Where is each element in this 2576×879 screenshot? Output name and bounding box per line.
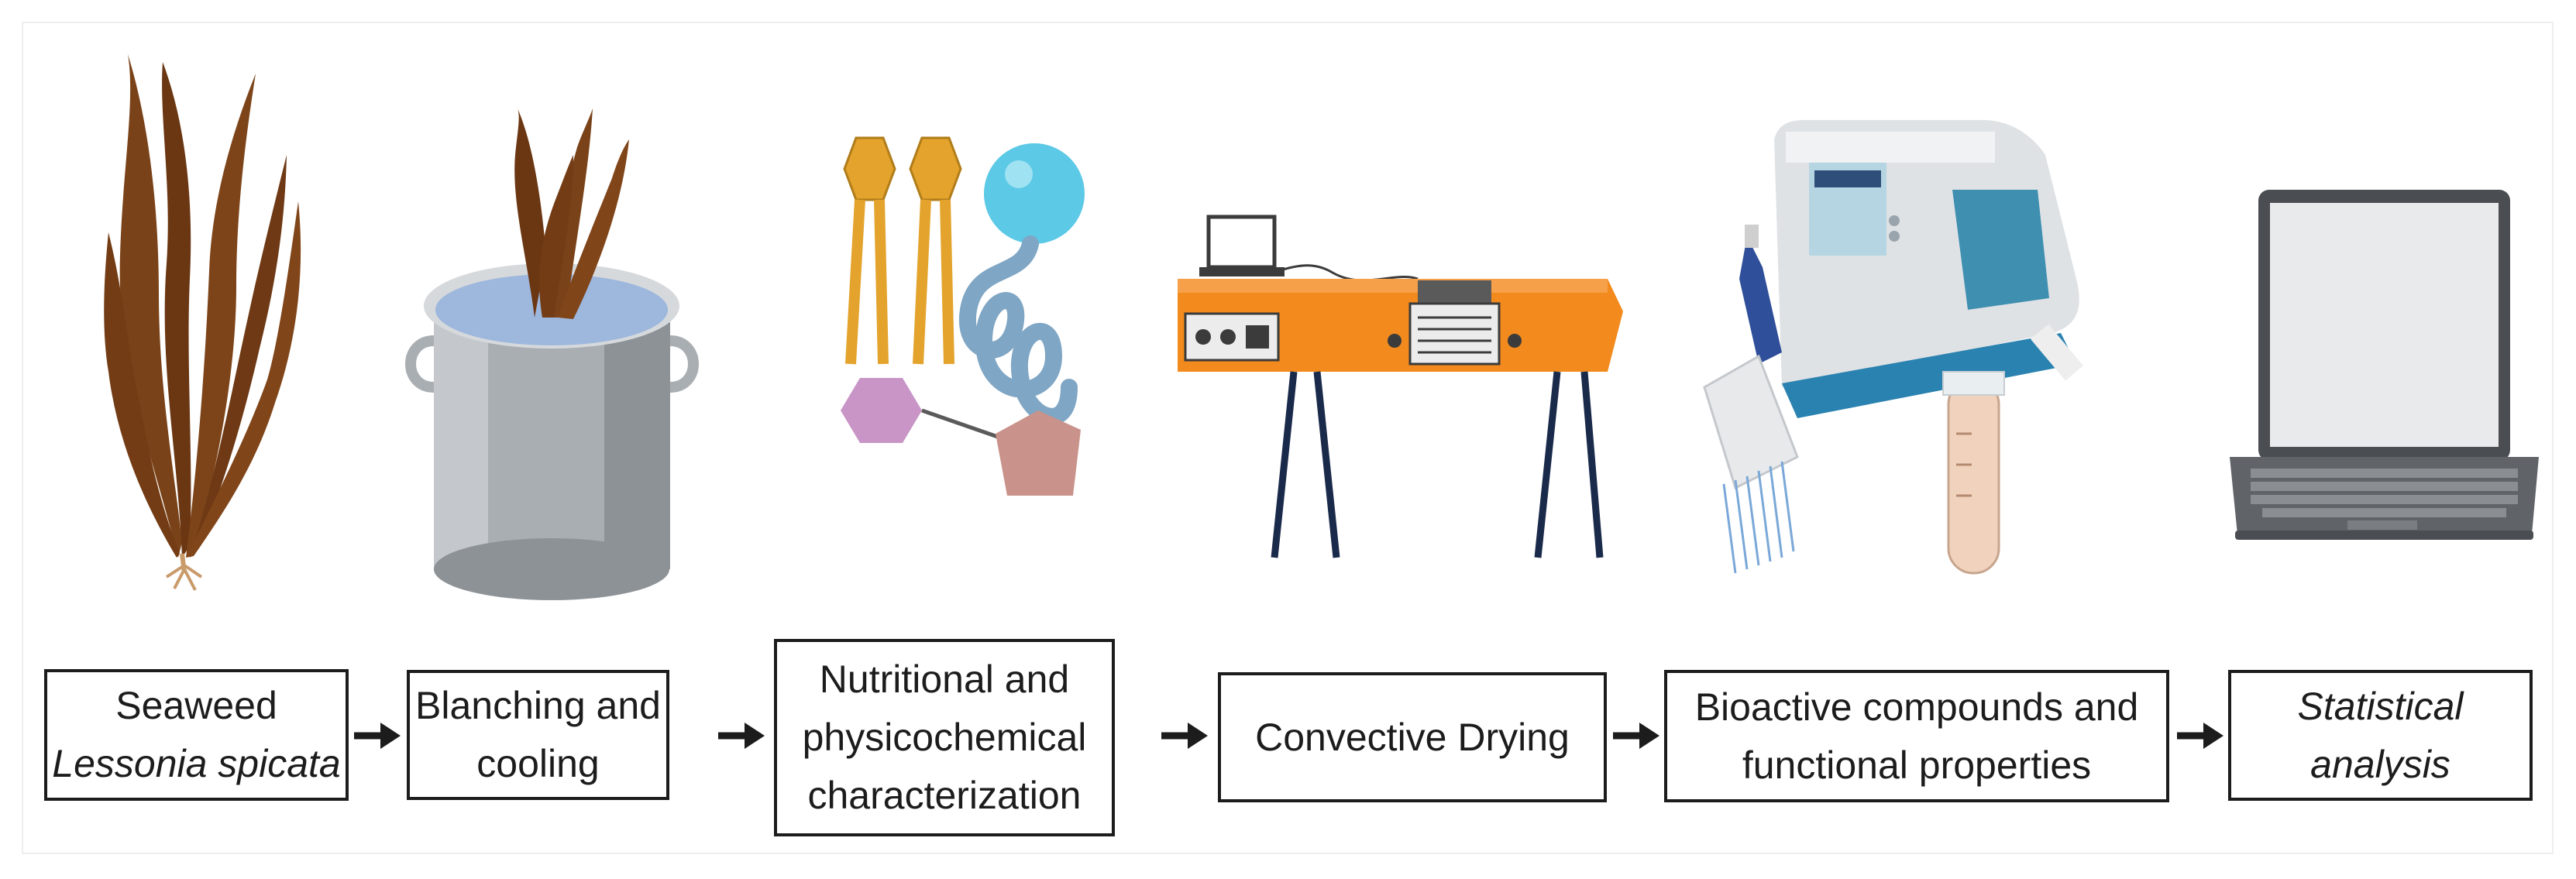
step-box-characterization: Nutritional and physicochemical characte… [774,639,1115,836]
convective-dryer-icon [1178,215,1623,558]
arrow-4 [1613,723,1659,749]
step-blanching-line2: cooling [476,742,600,785]
step-drying-line1: Convective Drying [1255,715,1570,759]
seaweed-icon [104,54,301,591]
step-characterization-line1: Nutritional and [819,658,1070,701]
step-box-drying: Convective Drying [1218,672,1607,802]
step-seaweed-species: Lessonia spicata [52,742,341,785]
step-characterization-line3: characterization [807,774,1082,817]
step-box-statistical: Statistical analysis [2228,670,2533,801]
diagram-frame [22,22,2554,854]
step-bioactive-line1: Bioactive compounds and [1694,685,2139,729]
step-box-blanching: Blanching and cooling [407,670,669,800]
cooking-pot-icon [405,108,699,600]
arrow-5 [2177,723,2223,749]
arrow-3 [1161,723,1208,749]
step-bioactive-line2: functional properties [1742,743,2092,787]
step-seaweed-line1: Seaweed [115,684,277,727]
spectrophotometer-pipette-icon [1703,120,2083,575]
step-box-seaweed: Seaweed Lessonia spicata [44,669,349,801]
step-statistical-line2: analysis [2310,742,2450,786]
step-box-bioactive: Bioactive compounds and functional prope… [1664,670,2169,802]
molecules-icon [841,136,1085,496]
laptop-icon [2230,190,2539,540]
step-statistical-line1: Statistical [2297,684,2464,728]
step-blanching-line1: Blanching and [415,684,661,727]
arrow-1 [354,723,401,749]
step-characterization-line2: physicochemical [802,716,1087,759]
arrow-2 [718,723,765,749]
